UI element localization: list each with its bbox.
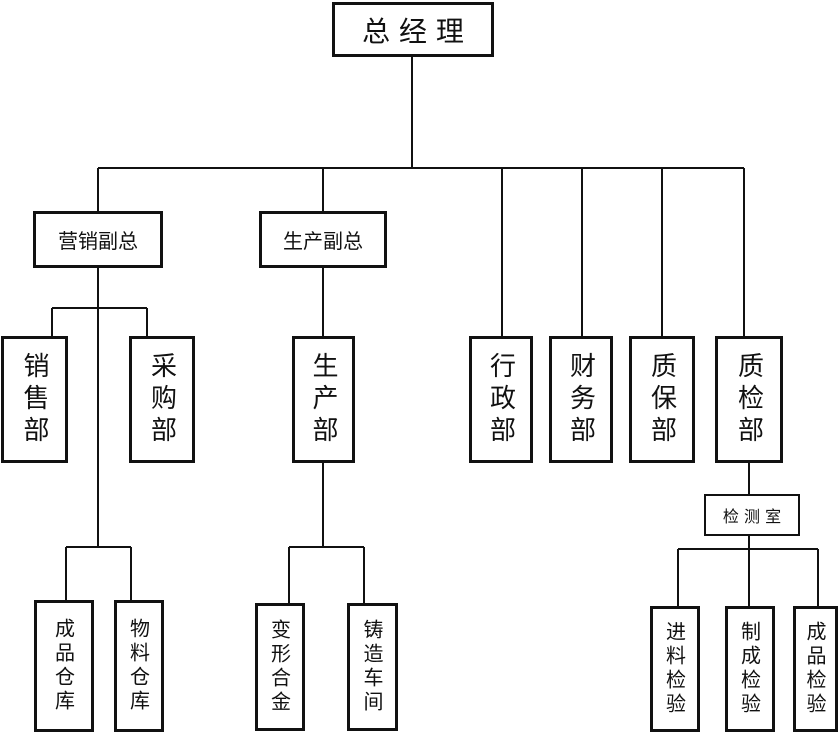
node-wh-material: 物料仓库: [114, 600, 164, 732]
node-label: 采购部: [146, 351, 177, 448]
node-lab: 检 测 室: [704, 494, 800, 536]
node-dept-purchase: 采购部: [129, 336, 195, 463]
node-label: 物料仓库: [126, 618, 151, 714]
node-dept-finance: 财务部: [549, 336, 613, 463]
node-dept-sales: 销售部: [1, 336, 68, 463]
node-label: 成品检验: [803, 621, 827, 717]
node-label: 生产部: [308, 351, 338, 448]
node-label: 质保部: [646, 351, 677, 448]
node-label: 财务部: [565, 351, 596, 448]
node-label: 生产副总: [283, 229, 363, 253]
node-label: 铸造车间: [360, 619, 384, 715]
node-label: 质检部: [733, 351, 764, 448]
node-label: 行政部: [485, 351, 516, 448]
node-label: 进料检验: [662, 621, 687, 717]
node-shop-alloy: 变形合金: [255, 603, 305, 731]
node-label: 营销副总: [58, 229, 138, 253]
node-label: 变形合金: [267, 619, 292, 715]
node-label: 总 经 理: [362, 14, 464, 48]
node-vp-production: 生产副总: [259, 211, 387, 268]
node-wh-finished: 成品仓库: [34, 600, 94, 732]
node-check-process: 制成检验: [725, 606, 775, 732]
node-dept-production: 生产部: [292, 336, 355, 463]
node-shop-casting: 铸造车间: [347, 603, 398, 731]
node-check-incoming: 进料检验: [650, 606, 700, 732]
node-check-finished: 成品检验: [793, 606, 838, 732]
node-vp-sales: 营销副总: [33, 211, 163, 268]
node-label: 检 测 室: [722, 507, 782, 526]
node-general-manager: 总 经 理: [332, 2, 494, 57]
node-dept-qa: 质保部: [629, 336, 695, 463]
node-label: 成品仓库: [51, 618, 76, 714]
node-dept-admin: 行政部: [469, 336, 533, 463]
node-label: 制成检验: [737, 621, 762, 717]
node-dept-qc: 质检部: [715, 336, 783, 463]
node-label: 销售部: [19, 351, 49, 448]
